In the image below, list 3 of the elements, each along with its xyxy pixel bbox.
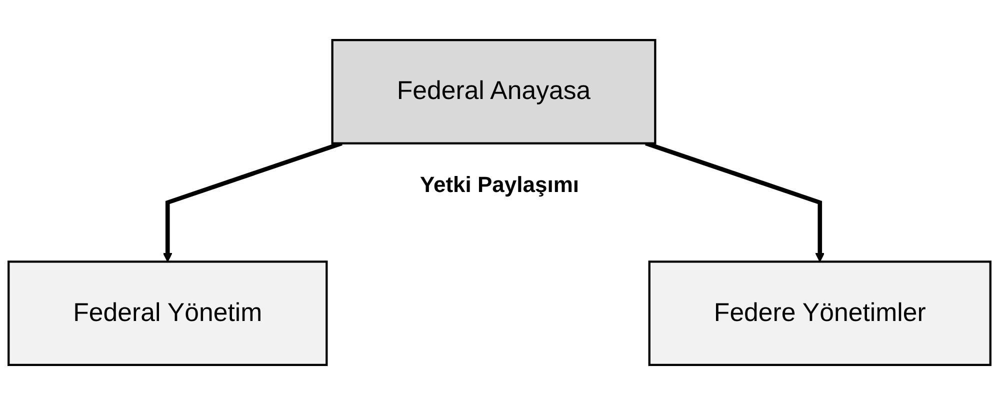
node-box: Federal Yönetim bbox=[8, 260, 328, 366]
node-box: Federe Yönetimler bbox=[648, 260, 992, 366]
node-box: Federal Anayasa bbox=[331, 38, 656, 144]
